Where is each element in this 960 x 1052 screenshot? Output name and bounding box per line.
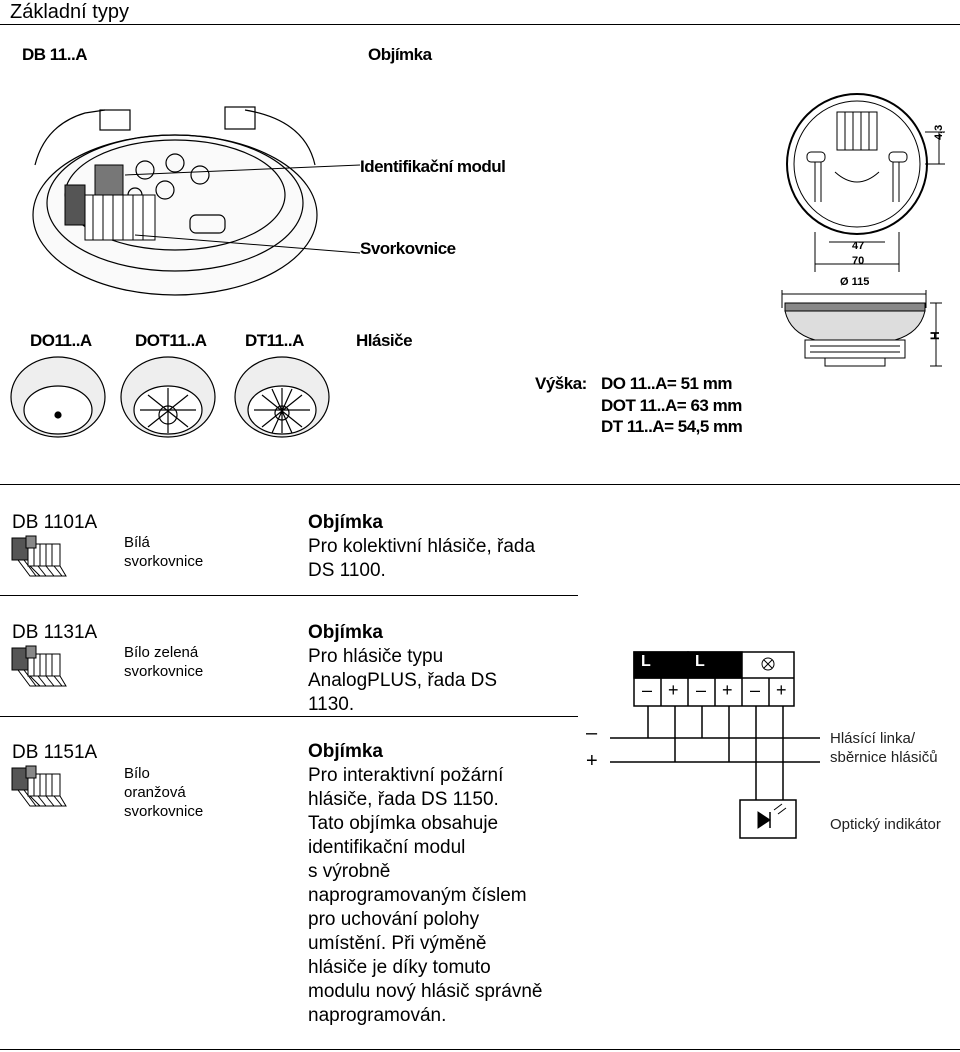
- terminal-color-1: Bílá svorkovnice: [124, 534, 204, 570]
- product-desc-3: Pro interaktivní požární hlásiče, řada D…: [308, 765, 543, 1026]
- dim-47: 47: [852, 240, 865, 252]
- product-desc-2: Pro hlásiče typu AnalogPLUS, řada DS 113…: [308, 646, 498, 715]
- terminal-sign-6: +: [776, 680, 787, 700]
- figure-divider: [0, 484, 960, 485]
- product-code-2: DB 1131A: [12, 622, 98, 643]
- terminal-color-3: Bílo oranžová svorkovnice: [124, 765, 204, 820]
- terminal-sign-4: +: [722, 680, 733, 700]
- product-title-2: Objímka: [308, 622, 383, 643]
- line-label: Hlásící linka/ sběrnice hlásičů: [830, 730, 938, 766]
- dim-h: H: [928, 331, 942, 340]
- product-title-1: Objímka: [308, 512, 383, 533]
- height-dot: DOT 11..A= 63 mm: [601, 396, 742, 415]
- product-title-3: Objímka: [308, 741, 383, 762]
- terminal-block-icon-1: [11, 535, 67, 577]
- page-title: Základní typy: [10, 1, 129, 23]
- dim-115: Ø 115: [840, 276, 870, 288]
- callout-module: Identifikační modul: [360, 157, 506, 176]
- product-desc-1: Pro kolektivní hlásiče, řada DS 1100.: [308, 536, 536, 581]
- terminal-sign-3: –: [696, 680, 707, 700]
- socket-drawing: [32, 106, 361, 296]
- base-label: DB 11..A: [22, 45, 87, 64]
- dim-70: 70: [852, 255, 865, 267]
- product-code-3: DB 1151A: [12, 742, 98, 763]
- detector-type-2: DOT11..A: [135, 331, 207, 350]
- terminal-l-2: L: [695, 653, 705, 670]
- detector-type-1: DO11..A: [30, 331, 92, 350]
- terminal-block-icon-2: [11, 645, 67, 687]
- height-do: DO 11..A= 51 mm: [601, 374, 732, 393]
- detector-drawings: [10, 356, 330, 438]
- indicator-label: Optický indikátor: [830, 816, 941, 833]
- base-title: Objímka: [368, 45, 432, 64]
- terminal-block-icon-3: [11, 765, 67, 807]
- terminal-l-1: L: [641, 653, 651, 670]
- terminal-sign-1: –: [642, 680, 653, 700]
- side-view-drawing: [781, 290, 942, 367]
- terminal-color-2: Bílo zelená svorkovnice: [124, 644, 204, 680]
- terminal-sign-2: +: [668, 680, 679, 700]
- product-code-1: DB 1101A: [12, 512, 98, 533]
- detectors-label: Hlásiče: [356, 331, 413, 350]
- top-view-drawing: [786, 93, 945, 272]
- line-plus: +: [586, 750, 598, 772]
- height-label: Výška:: [535, 374, 587, 393]
- line-minus: –: [586, 722, 598, 744]
- wiring-diagram: [610, 651, 820, 839]
- product-divider-1: [0, 595, 578, 596]
- product-divider-2: [0, 716, 578, 717]
- detector-type-3: DT11..A: [245, 331, 304, 350]
- height-dt: DT 11..A= 54,5 mm: [601, 417, 743, 436]
- callout-terminal: Svorkovnice: [360, 239, 456, 258]
- dim-4-3: 4,3: [933, 124, 945, 140]
- title-divider: [0, 24, 960, 25]
- terminal-sign-5: –: [750, 680, 761, 700]
- bottom-divider: [0, 1049, 960, 1050]
